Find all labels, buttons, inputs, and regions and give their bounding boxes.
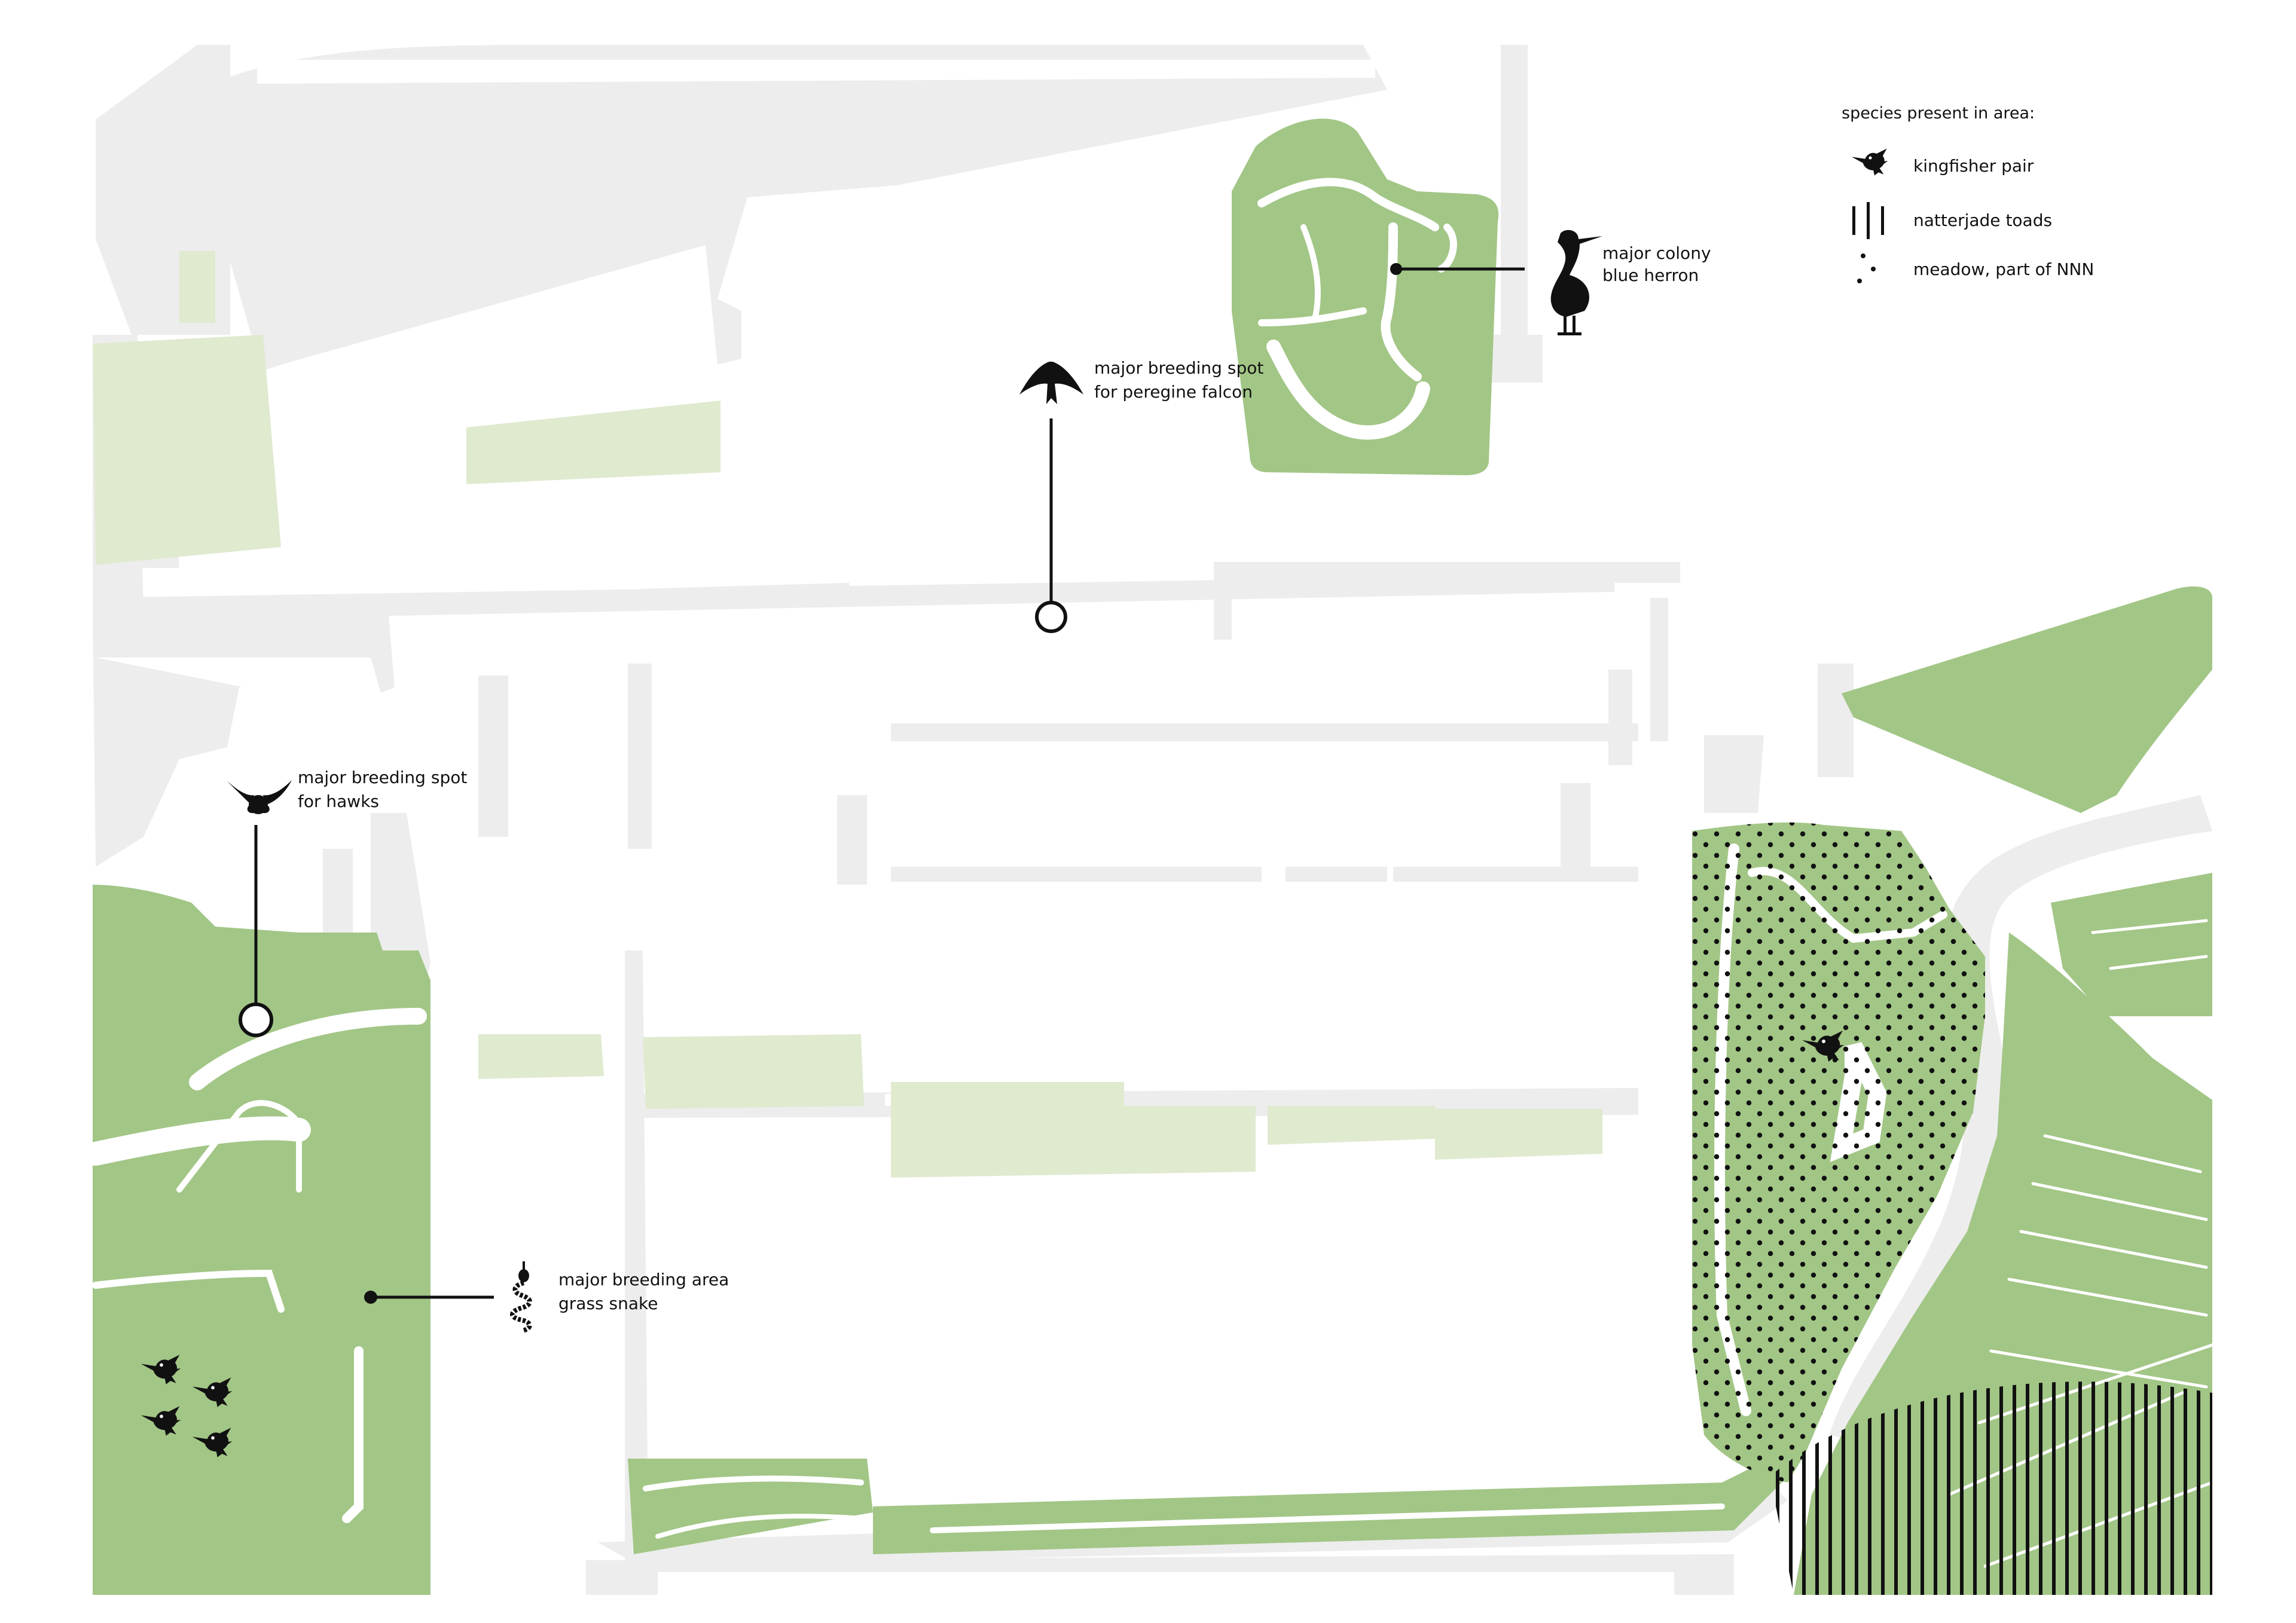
snake-icon (510, 1261, 532, 1333)
legend-title: species present in area: (1842, 104, 2035, 123)
heron-icon (1550, 230, 1602, 335)
legend: species present in area: kingfisher pair… (1842, 104, 2094, 283)
legend-item-kingfisher: kingfisher pair (1913, 156, 2034, 176)
heron-label-line2: blue herron (1602, 265, 1699, 285)
legend-item-toads: natterjade toads (1913, 210, 2052, 230)
snake-label-line1: major breeding area (558, 1270, 729, 1289)
light-green-areas (93, 251, 1602, 1178)
stripes-swatch-icon (1852, 202, 1884, 239)
natterjade-toads-pattern (1770, 1381, 2212, 1595)
falcon-label-line2: for peregine falcon (1094, 382, 1253, 402)
falcon-icon (1019, 362, 1083, 404)
kingfisher-icon (1851, 148, 1888, 176)
snake-label-line2: grass snake (558, 1294, 658, 1313)
legend-item-meadow: meadow, part of NNN (1913, 259, 2094, 279)
meadow-nnn-pattern (1692, 822, 1985, 1483)
hawk-label-line1: major breeding spot (298, 768, 467, 787)
hawk-label-line2: for hawks (298, 791, 379, 811)
heron-annotation: major colony blue herron (1390, 230, 1711, 335)
snake-annotation: major breeding area grass snake (364, 1261, 729, 1333)
heron-label-line1: major colony (1602, 243, 1711, 263)
hawk-annotation: major breeding spot for hawks (226, 768, 467, 1037)
dots-swatch-icon (1857, 253, 1876, 283)
falcon-annotation: major breeding spot for peregine falcon (1019, 358, 1263, 633)
falcon-label-line1: major breeding spot (1094, 358, 1263, 378)
hawk-icon (226, 780, 292, 814)
